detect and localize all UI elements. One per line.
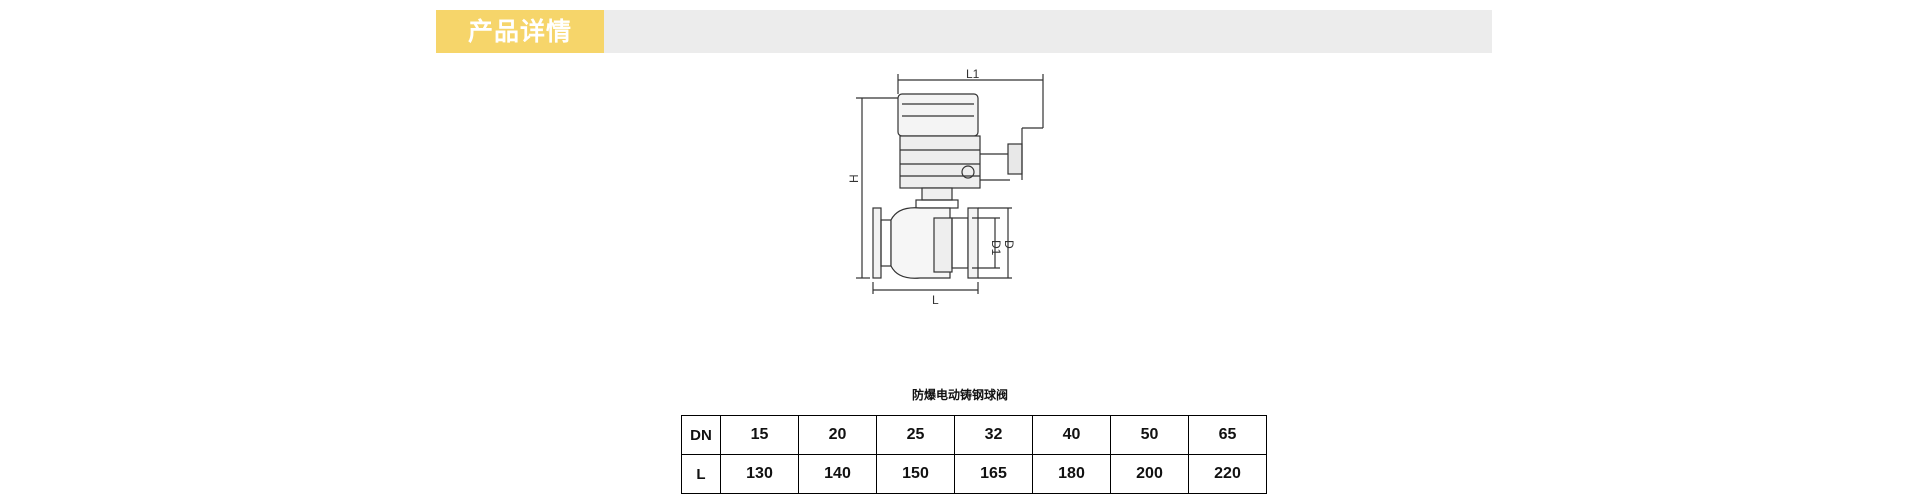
table-cell: 15: [720, 415, 799, 455]
table-cell: 20: [798, 415, 877, 455]
dim-label-d1: D1: [989, 240, 1003, 256]
table-cell: 50: [1110, 415, 1189, 455]
table-cell: 180: [1032, 454, 1111, 494]
dim-label-l: L: [932, 293, 939, 307]
spec-table: DN 15 20 25 32 40 50 65 L 130 140 150 16…: [681, 415, 1267, 494]
row-label: L: [681, 454, 721, 494]
section-header-bar: [436, 10, 1492, 53]
table-cell: 40: [1032, 415, 1111, 455]
section-header-title: 产品详情: [436, 10, 604, 53]
row-label: DN: [681, 415, 721, 455]
table-cell: 150: [876, 454, 955, 494]
table-cell: 200: [1110, 454, 1189, 494]
dim-label-h: H: [847, 174, 861, 183]
table-cell: 140: [798, 454, 877, 494]
table-cell: 65: [1188, 415, 1267, 455]
table-row: L 130 140 150 165 180 200 220: [681, 454, 1267, 494]
table-cell: 220: [1188, 454, 1267, 494]
table-row: DN 15 20 25 32 40 50 65: [681, 415, 1267, 455]
dim-label-d: D: [1002, 240, 1016, 249]
table-cell: 25: [876, 415, 955, 455]
table-cell: 32: [954, 415, 1033, 455]
table-cell: 165: [954, 454, 1033, 494]
dim-label-l1: L1: [966, 68, 980, 81]
table-cell: 130: [720, 454, 799, 494]
valve-diagram: L1 H L D1 D: [847, 68, 1044, 307]
table-title: 防爆电动铸钢球阀: [911, 388, 1008, 402]
